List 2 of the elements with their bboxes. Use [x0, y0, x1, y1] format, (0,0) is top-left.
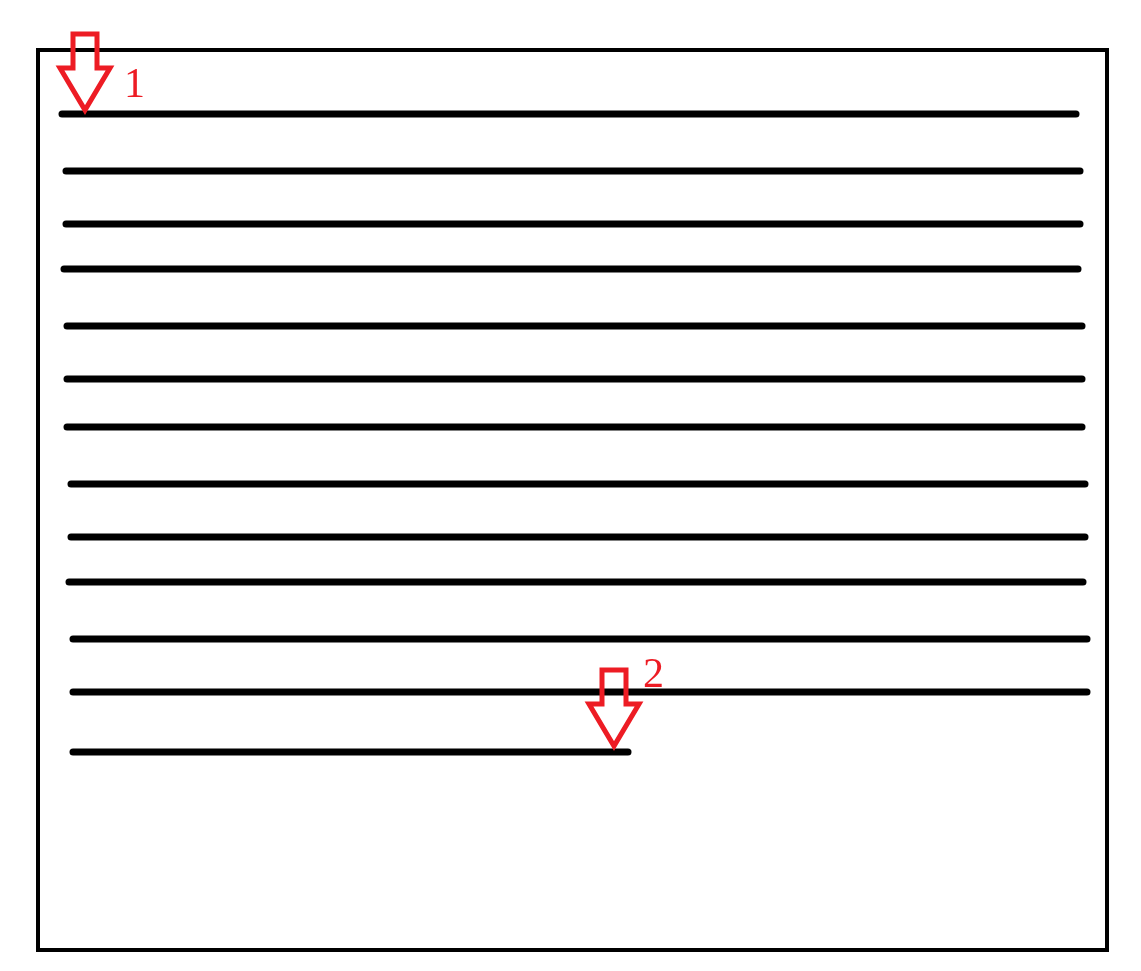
callout-number: 2 [643, 652, 664, 694]
callout-number: 1 [124, 62, 145, 104]
